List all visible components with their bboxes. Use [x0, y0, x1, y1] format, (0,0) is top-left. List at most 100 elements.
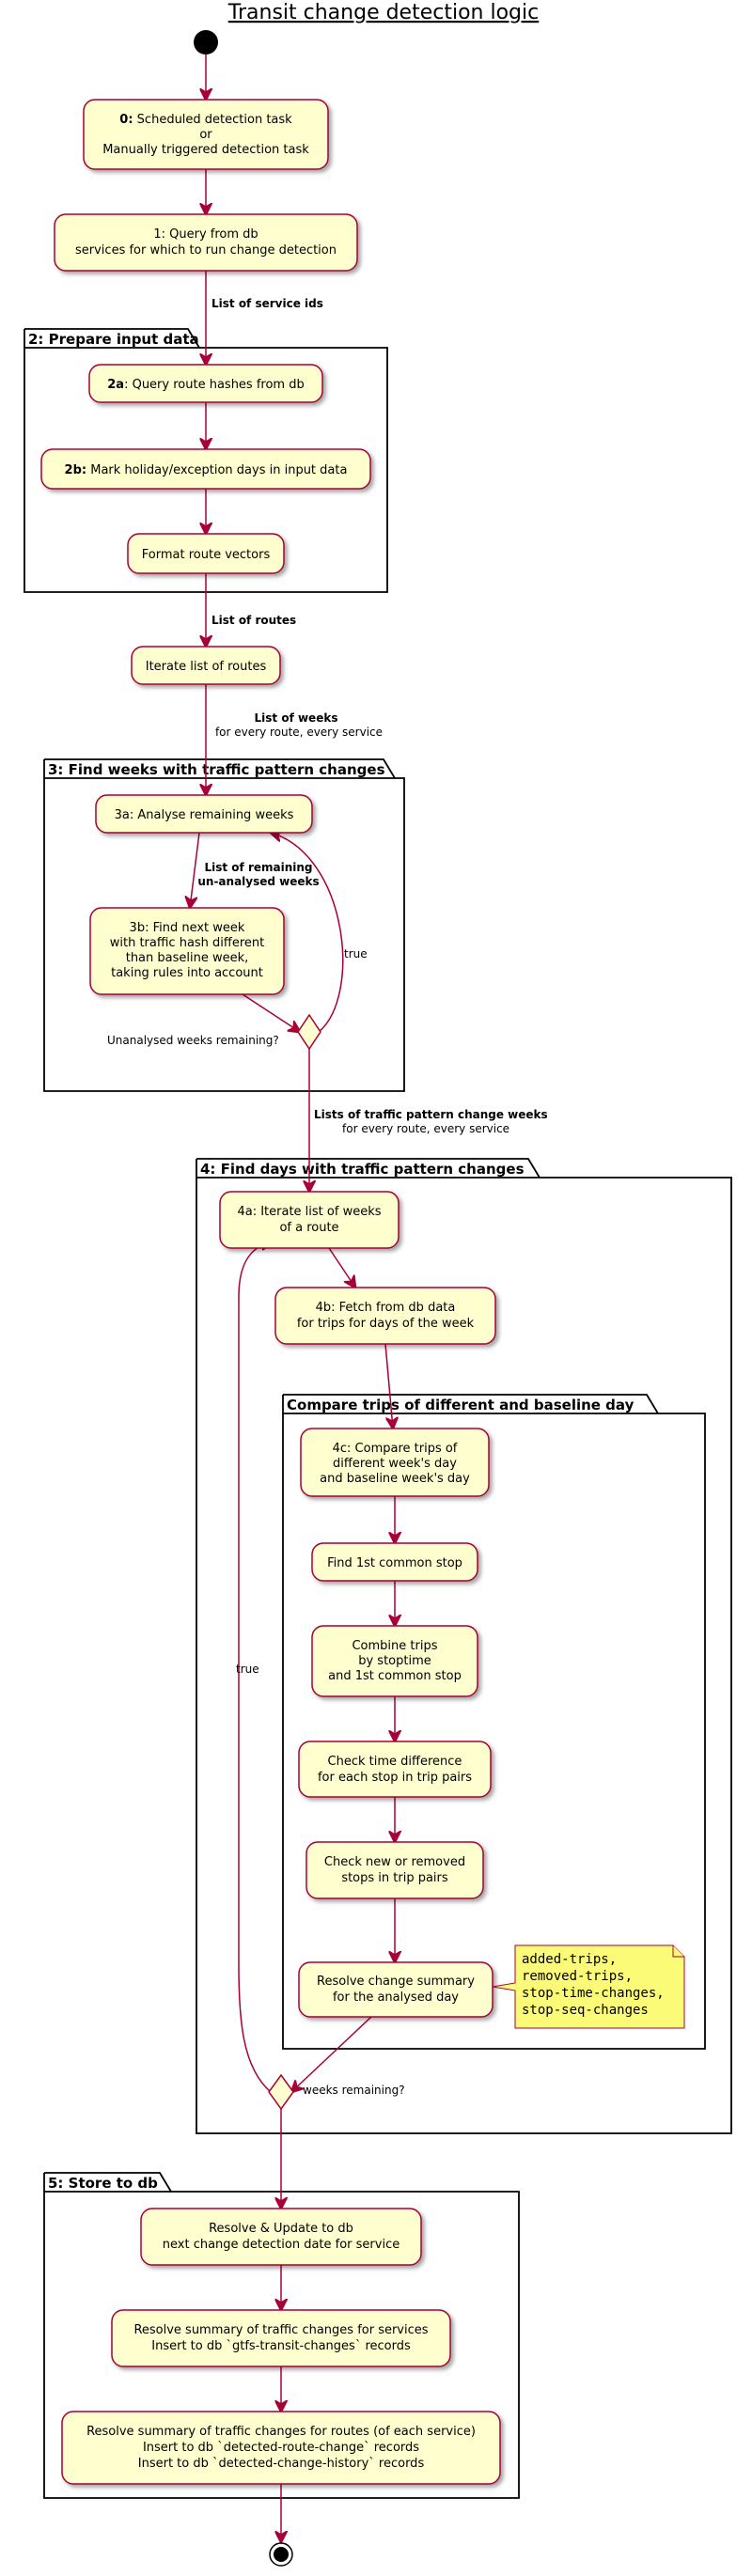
node-2b-bold: 2b: [65, 463, 87, 477]
edge-label-weeks-note: for every route, every service [215, 726, 383, 739]
edge-true-loop-4 [238, 1242, 273, 2093]
node-5a-line1: Resolve & Update to db [209, 2222, 353, 2236]
node-5c-line1: Resolve summary of traffic changes for r… [86, 2425, 476, 2439]
node-4a-iterate-weeks: 4a: Iterate list of weeks of a route [219, 1191, 400, 1249]
node-4a-line1: 4a: Iterate list of weeks [237, 1205, 381, 1219]
node-4b-line1: 4b: Fetch from db data [316, 1301, 456, 1315]
end-node [269, 2542, 293, 2567]
node-0-bold: 0: [119, 113, 133, 127]
package-store-db-label: 5: Store to db [48, 2175, 158, 2192]
node-3b-line2: with traffic hash different [110, 936, 265, 950]
edge-label-remaining-2: un-analysed weeks [197, 875, 319, 888]
node-5a-update-date: Resolve & Update to db next change detec… [140, 2208, 422, 2266]
node-3b-line3: than baseline week, [126, 951, 249, 965]
package-compare-trips: Compare trips of different and baseline … [282, 1394, 706, 2050]
node-check-time-difference: Check time difference for each stop in t… [298, 1741, 492, 1798]
node-3b-find-next-week: 3b: Find next week with traffic hash dif… [89, 907, 285, 995]
node-4b-line2: for trips for days of the week [297, 1317, 475, 1331]
decision-weeks-remaining-3 [297, 1013, 321, 1051]
node-check-line2: for each stop in trip pairs [318, 1771, 472, 1785]
node-3a-analyse-weeks: 3a: Analyse remaining weeks [95, 794, 313, 834]
edge-true-loop-3 [271, 833, 344, 1033]
edge-label-remaining-1: List of remaining [204, 861, 312, 874]
edge-label-weeks: List of weeks [255, 711, 338, 725]
note-line-4: stop-seq-changes [522, 2003, 649, 2018]
svg-text:0: Scheduled detection task: 0: Scheduled detection task [119, 113, 292, 127]
node-4c-line3: and baseline week's day [320, 1472, 470, 1486]
node-check-new-removed: Check new or removed stops in trip pairs [306, 1841, 484, 1899]
edge-label-service-ids: List of service ids [212, 297, 323, 310]
node-0-line2: or [199, 128, 212, 142]
node-2a-bold: 2a [107, 378, 124, 392]
package-find-weeks-label: 3: Find weeks with traffic pattern chang… [48, 761, 385, 778]
edge-label-unanalysed: Unanalysed weeks remaining? [107, 1034, 279, 1047]
node-new-line2: stops in trip pairs [341, 1871, 448, 1885]
node-resolve-line1: Resolve change summary [317, 1975, 475, 1989]
svg-text:2b: Mark holiday/exception day: 2b: Mark holiday/exception days in input… [65, 463, 348, 477]
node-3b-line1: 3b: Find next week [130, 921, 245, 935]
package-prepare-input-label: 2: Prepare input data [28, 331, 199, 348]
node-0-trigger: 0: Scheduled detection task or Manually … [83, 99, 329, 170]
edge-label-true-weeks: true [344, 947, 368, 960]
node-3a-label: 3a: Analyse remaining weeks [115, 808, 294, 822]
edge-label-change-weeks-note: for every route, every service [342, 1122, 509, 1135]
decision-weeks-remaining-4 [268, 2073, 294, 2111]
note-line-3: stop-time-changes, [522, 1986, 665, 2001]
node-combine-line3: and 1st common stop [328, 1669, 462, 1683]
edge-4b-4c [384, 1343, 393, 1429]
note-line-2: removed-trips, [522, 1969, 633, 1984]
node-5b-line1: Resolve summary of traffic changes for s… [133, 2323, 428, 2337]
node-find-label: Find 1st common stop [327, 1556, 462, 1570]
package-find-weeks: 3: Find weeks with traffic pattern chang… [43, 758, 405, 1092]
node-4c-line1: 4c: Compare trips of [333, 1442, 458, 1456]
package-prepare-input: 2: Prepare input data [24, 328, 388, 593]
svg-text:2a: Query route hashes from db: 2a: Query route hashes from db [107, 378, 304, 392]
node-2b-rest: Mark holiday/exception days in input dat… [86, 463, 347, 477]
edge-label-true-days: true [236, 1663, 259, 1676]
note-line-1: added-trips, [522, 1952, 617, 1967]
node-4c-compare-trips: 4c: Compare trips of different week's da… [300, 1428, 490, 1497]
change-types-note: added-trips, removed-trips, stop-time-ch… [492, 1944, 685, 2029]
start-node [194, 30, 218, 55]
package-find-days: 4: Find days with traffic pattern change… [196, 1158, 732, 2134]
edge-3b-diamond [242, 993, 300, 1032]
node-5c-line2: Insert to db `detected-route-change` rec… [143, 2441, 419, 2455]
node-combine-trips: Combine trips by stoptime and 1st common… [311, 1625, 478, 1697]
edge-res-diamond [291, 2016, 372, 2092]
node-combine-line1: Combine trips [352, 1639, 437, 1653]
diagram-title: Transit change detection logic [227, 1, 539, 24]
node-1-line2: services for which to run change detecti… [75, 243, 337, 258]
node-0-line3: Manually triggered detection task [102, 143, 309, 157]
node-resolve-line2: for the analysed day [333, 1991, 459, 2005]
node-5b-service-changes: Resolve summary of traffic changes for s… [111, 2309, 451, 2367]
node-3b-line4: taking rules into account [111, 966, 263, 980]
node-format-route-vectors: Format route vectors [127, 533, 285, 574]
node-5a-line2: next change detection date for service [163, 2238, 400, 2252]
edge-labels: List of service ids List of routes List … [107, 297, 548, 2097]
node-0-rest: Scheduled detection task [133, 113, 293, 127]
node-resolve-change-summary: Resolve change summary for the analysed … [298, 1961, 494, 2018]
node-5b-line2: Insert to db `gtfs-transit-changes` reco… [151, 2339, 411, 2353]
node-new-line1: Check new or removed [324, 1855, 465, 1869]
node-5c-route-changes: Resolve summary of traffic changes for r… [61, 2411, 501, 2485]
node-4b-fetch-trips: 4b: Fetch from db data for trips for day… [274, 1287, 496, 1345]
package-find-days-label: 4: Find days with traffic pattern change… [200, 1161, 525, 1178]
node-check-line1: Check time difference [328, 1755, 462, 1769]
node-combine-line2: by stoptime [358, 1654, 431, 1668]
edge-3a-3b [190, 832, 200, 908]
package-store-db: 5: Store to db [43, 2172, 520, 2499]
node-iterate-routes: Iterate list of routes [131, 646, 281, 685]
node-2a-route-hashes: 2a: Query route hashes from db [88, 364, 323, 403]
node-1-line1: 1: Query from db [153, 227, 258, 242]
edge-label-routes: List of routes [212, 614, 296, 627]
node-1-query-services: 1: Query from db services for which to r… [54, 213, 358, 272]
edge-label-weeks-remaining: weeks remaining? [303, 2084, 405, 2097]
node-2b-holidays: 2b: Mark holiday/exception days in input… [40, 448, 371, 490]
edge-label-change-weeks: Lists of traffic pattern change weeks [314, 1108, 548, 1121]
node-format-label: Format route vectors [142, 548, 271, 562]
node-5c-line3: Insert to db `detected-change-history` r… [138, 2457, 425, 2471]
edges [190, 55, 395, 2542]
edge-4a-4b [328, 1247, 355, 1288]
package-compare-trips-label: Compare trips of different and baseline … [287, 1397, 634, 1413]
